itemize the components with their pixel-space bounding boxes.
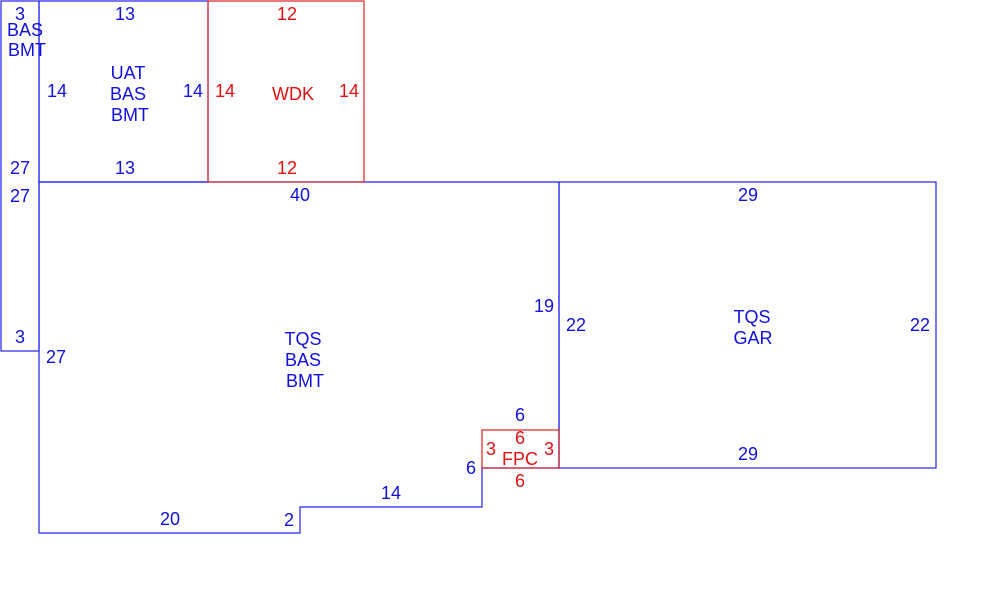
dim-label: 27 <box>10 158 30 178</box>
area-label: UAT <box>111 63 146 83</box>
dim-label: 20 <box>160 509 180 529</box>
dim-label: 3 <box>544 439 554 459</box>
dim-label: 29 <box>738 444 758 464</box>
dim-label: 22 <box>566 315 586 335</box>
area-label: GAR <box>733 328 772 348</box>
dim-label: 6 <box>515 471 525 491</box>
dim-label: 12 <box>277 4 297 24</box>
area-label: BMT <box>286 371 324 391</box>
dim-label: 29 <box>738 185 758 205</box>
dim-label: 2 <box>284 510 294 530</box>
area-label: BAS <box>110 84 146 104</box>
dim-label: 14 <box>215 81 235 101</box>
fpc-outline <box>481 429 560 469</box>
dim-label: 27 <box>10 186 30 206</box>
area-label: FPC <box>502 449 538 469</box>
dim-label: 13 <box>115 158 135 178</box>
dim-label: 14 <box>339 81 359 101</box>
dim-label: 22 <box>910 315 930 335</box>
area-label: BAS <box>7 20 43 40</box>
wdk-outline <box>207 0 365 183</box>
area-label: WDK <box>272 84 314 104</box>
dim-label: 14 <box>47 81 67 101</box>
dim-label: 27 <box>46 347 66 367</box>
dim-label: 3 <box>15 4 25 24</box>
area-label: BMT <box>111 105 149 125</box>
area-label: TQS <box>733 307 770 327</box>
dim-label: 12 <box>277 158 297 178</box>
dim-label: 19 <box>534 296 554 316</box>
dim-label: 3 <box>15 327 25 347</box>
tqs-gar-outline <box>558 181 937 469</box>
area-label: BMT <box>8 40 46 60</box>
area-label: BAS <box>285 350 321 370</box>
area-label: TQS <box>284 329 321 349</box>
dim-label: 3 <box>486 439 496 459</box>
dim-label: 6 <box>515 405 525 425</box>
dim-label: 14 <box>183 81 203 101</box>
dim-label: 6 <box>515 428 525 448</box>
dim-label: 40 <box>290 185 310 205</box>
dim-label: 13 <box>115 4 135 24</box>
dim-label: 14 <box>381 483 401 503</box>
dim-label: 6 <box>466 458 476 478</box>
